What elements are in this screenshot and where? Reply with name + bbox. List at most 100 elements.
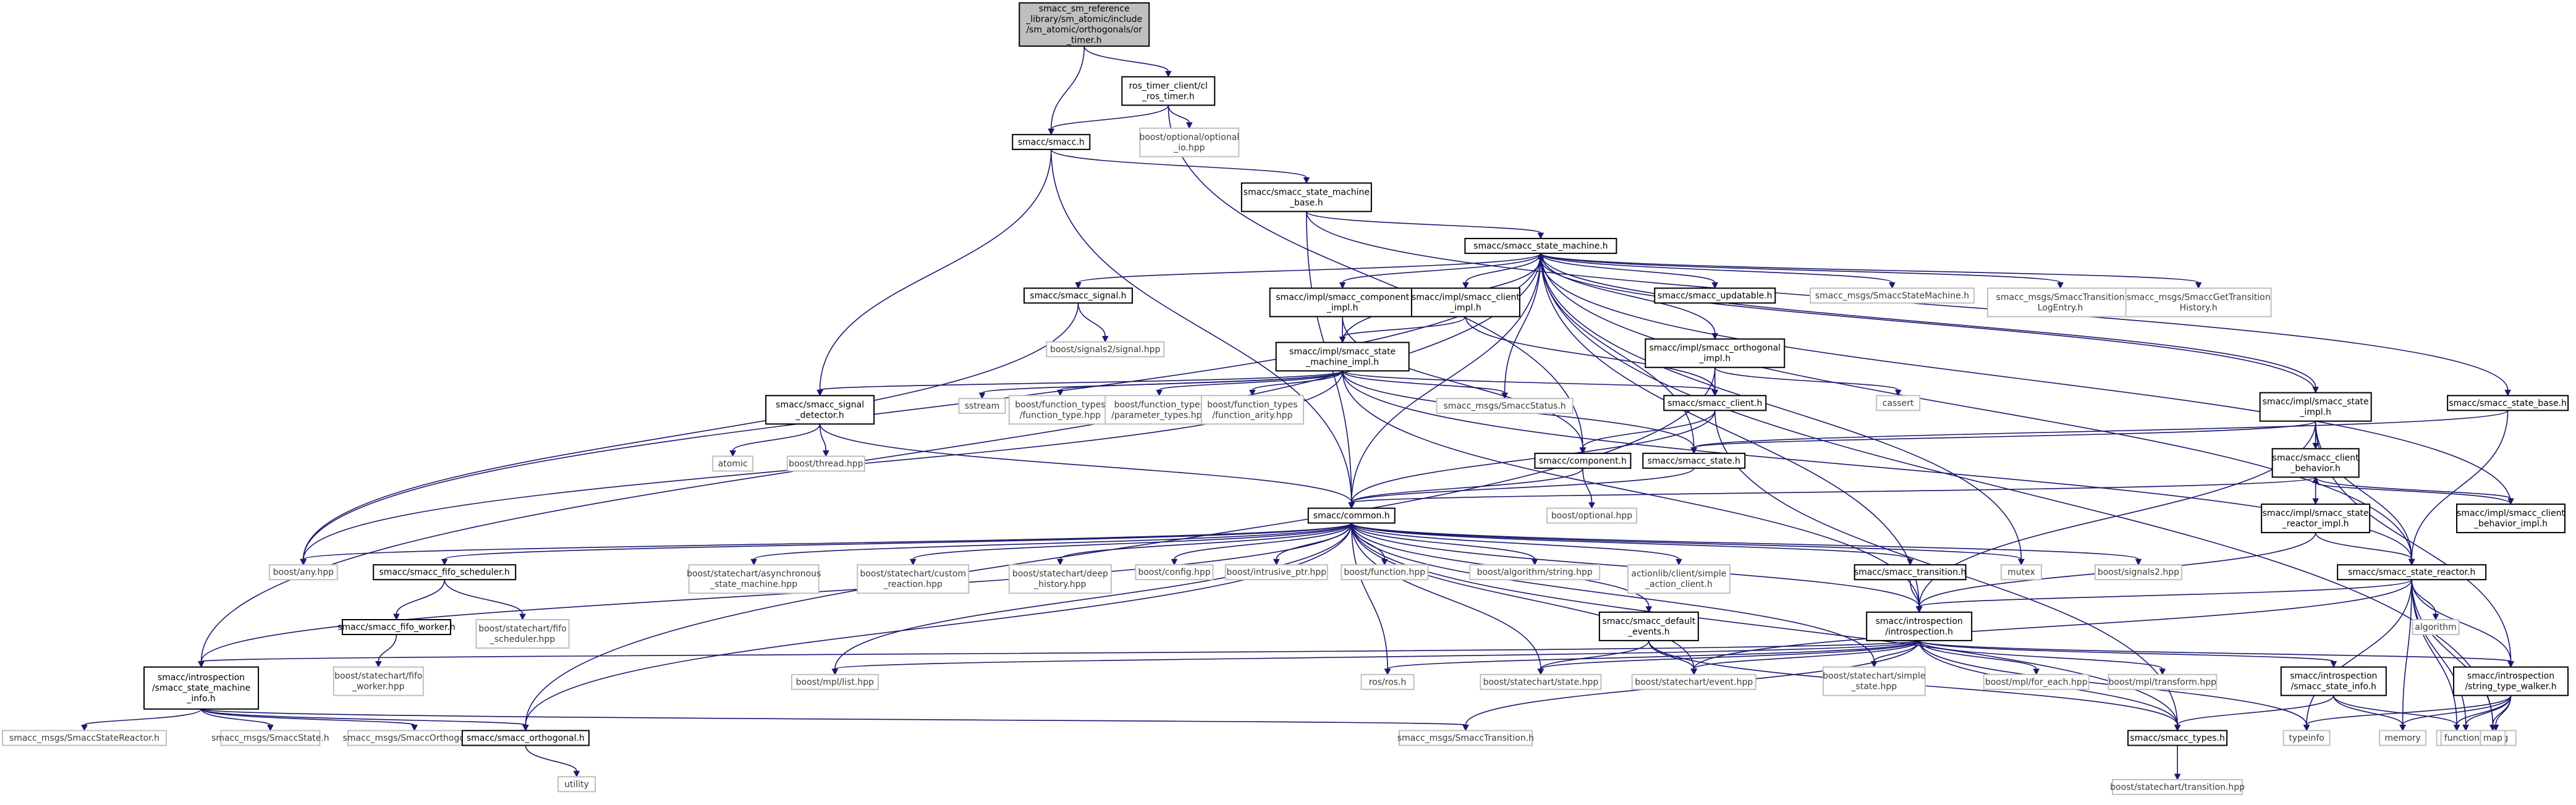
edge-sm-base-to-sm-h (1306, 211, 1544, 240)
node-default-events[interactable]: smacc/smacc_default_events.h (1598, 611, 1699, 641)
arrow-head-icon (729, 450, 737, 457)
node-label-line: smacc_msgs/SmaccTransition (1996, 292, 2125, 302)
edge-line (834, 640, 1920, 670)
node-stw[interactable]: smacc/introspection/string_type_walker.h (2453, 666, 2569, 696)
arrow-head-icon (519, 613, 526, 621)
node-sm-info[interactable]: smacc/introspection/smacc_state_machine_… (143, 666, 260, 710)
node-label-line: smacc/smacc_client (2273, 453, 2359, 463)
edge-line (1342, 370, 1506, 394)
edge-sm-impl-to-ft-type (1057, 370, 1343, 397)
edge-line (444, 580, 523, 615)
node-orthogonal-h[interactable]: smacc/smacc_orthogonal.h (461, 730, 590, 746)
node-label-line: boost/optional.hpp (1551, 511, 1632, 521)
node-label-line: smacc/introspection (1876, 617, 1963, 626)
node-reactor-h[interactable]: smacc/smacc_state_reactor.h (2337, 564, 2487, 581)
node-orth-impl[interactable]: smacc/impl/smacc_orthogonal_impl.h (1645, 338, 1786, 368)
node-label-line: smacc/impl/smacc_client (1412, 292, 1520, 302)
edge-default-events-to-sc-event (1648, 640, 1698, 675)
node-client-beh[interactable]: smacc/smacc_client_behavior.h (2271, 448, 2360, 478)
node-box (1469, 564, 1601, 581)
node-label-line: boost/thread.hpp (789, 459, 863, 469)
node-box (2280, 666, 2387, 696)
node-label-line: smacc/smacc_state_base.h (2449, 398, 2567, 408)
edge-line (1693, 580, 2412, 669)
node-label-line: smacc/impl/smacc_state (1289, 347, 1396, 356)
edge-introspection-h-to-mpl-transform (1918, 640, 2166, 675)
node-boost-any: boost/any.hpp (268, 564, 338, 581)
node-client-h[interactable]: smacc/smacc_client.h (1663, 395, 1767, 411)
node-box (2282, 730, 2331, 746)
edge-line (2492, 695, 2512, 725)
node-fifo-sched[interactable]: smacc/smacc_fifo_scheduler.h (373, 564, 517, 581)
node-introspection-h[interactable]: smacc/introspection/introspection.h (1866, 611, 1973, 641)
node-box (1139, 127, 1240, 158)
edge-line (1350, 522, 1911, 560)
node-box (557, 776, 596, 793)
node-box (2094, 564, 2182, 581)
node-state-info[interactable]: smacc/introspection/smacc_state_info.h (2280, 666, 2387, 696)
node-label-line: smacc/smacc_client.h (1667, 398, 1762, 408)
node-reactor-impl[interactable]: smacc/impl/smacc_state_reactor_impl.h (2261, 504, 2371, 534)
node-label-line: boost/function_types (1114, 400, 1205, 410)
node-label-line: boost/config.hpp (1138, 568, 1211, 578)
node-atomic: atomic (712, 455, 754, 472)
node-cb-impl[interactable]: smacc/impl/smacc_client_behavior_impl.h (2456, 504, 2566, 534)
edge-state-impl-to-introspection-h (1915, 421, 2316, 613)
node-label-line: smacc_msgs/SmaccState.h (211, 733, 329, 743)
edge-introspection-h-to-mpl-foreach (1918, 640, 2040, 675)
node-state-impl[interactable]: smacc/impl/smacc_state_impl.h (2259, 392, 2372, 422)
node-label-line: smacc/introspection (2290, 672, 2377, 681)
node-label-line: boost/statechart/simple (1823, 672, 1925, 681)
edge-common-h-to-actionlib (1350, 523, 1682, 566)
node-state-h[interactable]: smacc/smacc_state.h (1642, 452, 1746, 469)
node-state-base[interactable]: smacc/smacc_state_base.h (2447, 395, 2569, 411)
node-updatable[interactable]: smacc/smacc_updatable.h (1654, 287, 1776, 304)
node-transition-h[interactable]: smacc/smacc_transition.h (1854, 564, 1967, 581)
node-label-line: smacc/smacc_fifo_worker.h (337, 623, 455, 633)
node-label-line: _impl.h (2299, 408, 2331, 418)
node-box (2259, 392, 2372, 422)
node-sm-impl[interactable]: smacc/impl/smacc_state_machine_impl.h (1275, 342, 1410, 372)
arrow-head-icon (300, 558, 307, 566)
node-label-line: /function_arity.hpp (1212, 410, 1292, 420)
edge-common-h-to-fifo-sched (441, 522, 1352, 566)
node-boost-function: boost/function.hpp (1341, 564, 1429, 581)
edge-line (1918, 579, 2412, 607)
arrow-head-icon (441, 558, 448, 566)
node-sm-base[interactable]: smacc/smacc_state_machine_base.h (1240, 182, 1372, 213)
edge-line (1342, 316, 1467, 338)
node-sm-h[interactable]: smacc/smacc_state_machine.h (1464, 238, 1617, 255)
node-fifo-worker[interactable]: smacc/smacc_fifo_worker.h (337, 619, 455, 636)
node-common-h[interactable]: smacc/common.h (1307, 507, 1396, 524)
node-smacc-h[interactable]: smacc/smacc.h (1012, 133, 1091, 150)
edge-line (525, 745, 577, 772)
edge-line (1693, 420, 2316, 449)
edge-line (378, 634, 397, 662)
node-label-line: boost/statechart/custom (860, 569, 966, 579)
arrow-head-icon (1537, 232, 1544, 240)
arrow-head-icon (198, 661, 205, 668)
edge-root-to-ros-timer-client (1083, 46, 1172, 78)
edge-line (1714, 367, 1899, 391)
node-signal-h[interactable]: smacc/smacc_signal.h (1023, 287, 1133, 304)
edge-introspection-h-to-sm-info (198, 640, 1920, 668)
node-comp-impl[interactable]: smacc/impl/smacc_component_impl.h (1269, 287, 1416, 318)
node-label-line: smacc/impl/smacc_state (2263, 397, 2369, 407)
edge-common-h-to-transition-h (1350, 522, 1913, 566)
edge-common-h-to-types-h (1350, 523, 2181, 731)
arrow-head-icon (1537, 252, 1544, 259)
edge-line (525, 523, 1352, 725)
node-types-h[interactable]: smacc/smacc_types.h (2127, 730, 2228, 746)
node-client-impl[interactable]: smacc/impl/smacc_client_impl.h (1410, 287, 1520, 318)
edge-line (303, 522, 1352, 560)
node-signal-det[interactable]: smacc/smacc_signal_detector.h (765, 395, 875, 425)
node-box (461, 730, 590, 746)
node-ros-timer-client[interactable]: ros_timer_client/cl_ros_timer.h (1121, 76, 1216, 106)
node-label-line: smacc/component.h (1539, 456, 1627, 466)
node-component-h[interactable]: smacc/component.h (1534, 452, 1632, 469)
node-box (1135, 564, 1214, 581)
node-root[interactable]: smacc_sm_reference_library/sm_atomic/inc… (1019, 2, 1150, 47)
edge-sm-info-to-msg-reactor (81, 709, 202, 731)
edge-sm-h-to-updatable (1540, 253, 1719, 289)
